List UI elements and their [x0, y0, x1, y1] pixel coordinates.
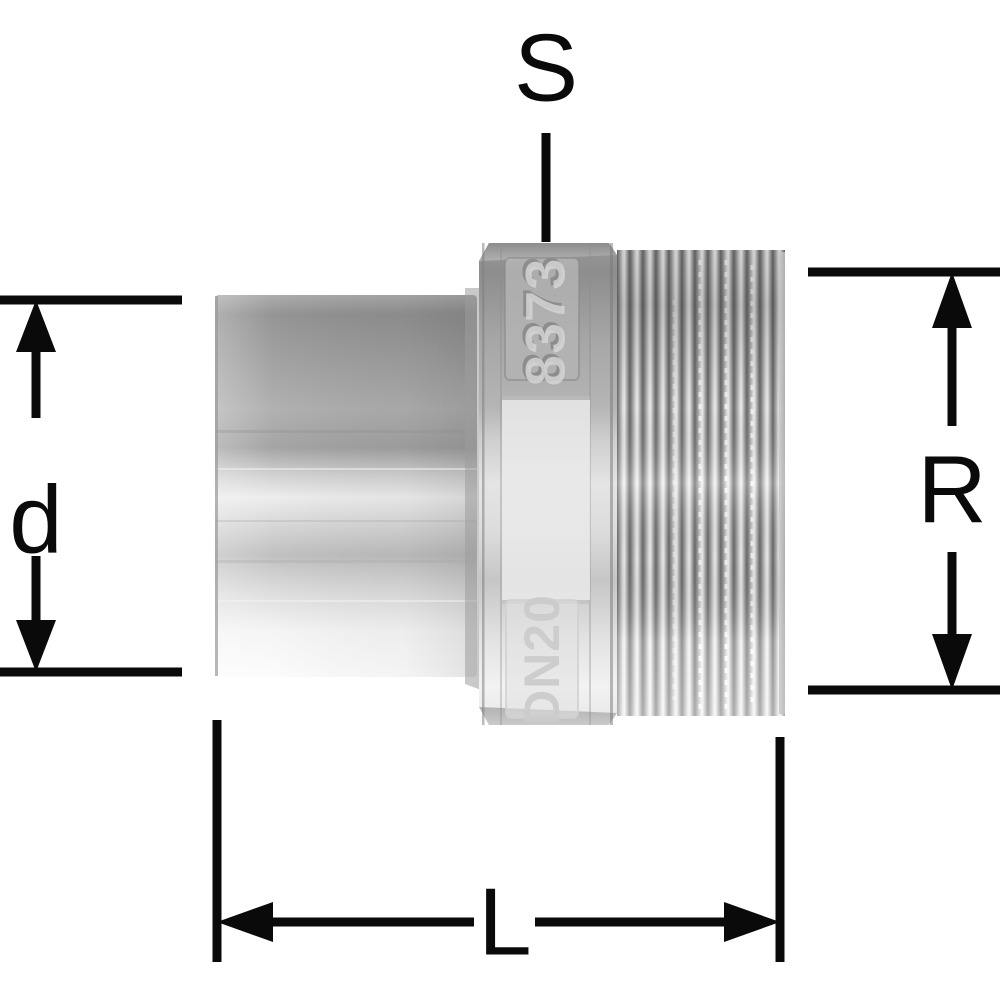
dimension-r: R	[808, 267, 1000, 695]
emboss-top-text: 8373	[511, 255, 574, 384]
dimension-d-arrow-top	[16, 300, 56, 352]
dimension-s-label: S	[514, 15, 578, 122]
emboss-bottom: DN20	[505, 594, 579, 726]
thread-crest-bottom	[617, 716, 785, 730]
dimension-r-arrow-bottom	[932, 634, 972, 690]
dimension-s: S	[514, 15, 578, 242]
socket-rim-edge	[215, 296, 218, 676]
emboss-top-text-highlight: 8373	[514, 258, 577, 387]
dimension-l-arrow-left	[217, 902, 273, 942]
male-thread	[617, 238, 785, 730]
dimension-r-label: R	[917, 437, 986, 544]
fitting-part: 8373 8373 DN20	[215, 238, 785, 730]
thread-crest-top	[617, 238, 785, 250]
thread-end-face	[779, 252, 785, 714]
dimension-d-arrow-bottom	[16, 620, 56, 672]
hex-flats: 8373 8373 DN20	[479, 243, 617, 726]
socket-hex-shoulder	[465, 288, 481, 690]
dimension-l: L	[212, 720, 785, 976]
dimension-l-arrow-right	[724, 902, 780, 942]
dimension-d: d	[0, 295, 182, 677]
dimension-l-label: L	[478, 869, 531, 976]
socket-end	[215, 295, 477, 677]
dimension-d-label: d	[9, 467, 62, 574]
emboss-top: 8373 8373	[504, 255, 580, 387]
dimension-r-arrow-top	[932, 272, 972, 328]
emboss-bottom-text: DN20	[514, 594, 570, 726]
